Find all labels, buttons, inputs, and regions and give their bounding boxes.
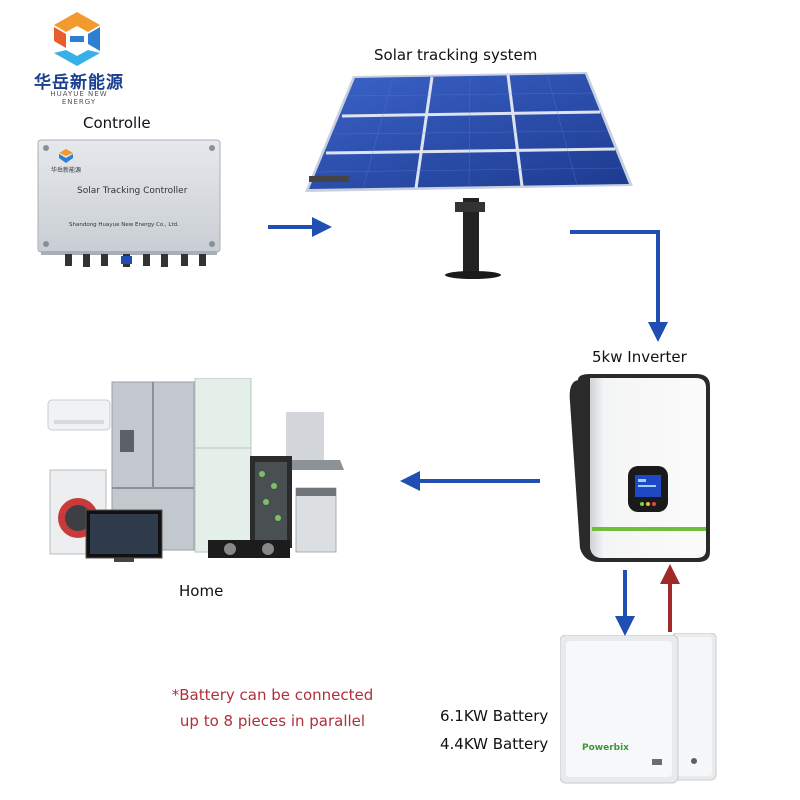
battery-front-graphic [559, 634, 679, 784]
battery-pack-rear [671, 632, 717, 781]
tracker-label: Solar tracking system [374, 46, 538, 64]
controller-logo-text: 华岳新能源 [51, 167, 82, 174]
solar-tracker-graphic [305, 72, 633, 279]
inverter-unit [568, 372, 714, 564]
battery-label-6-1kw: 6.1KW Battery [440, 707, 549, 725]
arrow-tracker-to-inverter [570, 230, 668, 342]
logo-mark-icon [52, 10, 102, 66]
battery-parallel-note: *Battery can be connected up to 8 pieces… [150, 682, 395, 734]
controller-box-graphic [37, 139, 221, 267]
inverter-graphic [569, 374, 710, 562]
note-line-2: up to 8 pieces in parallel [179, 712, 366, 730]
solar-tracking-system [295, 66, 645, 284]
battery-label-4-4kw: 4.4KW Battery [440, 735, 549, 753]
controller-company: Shandong Huayue New Energy Co., Ltd. [69, 222, 179, 228]
controller-label: Controlle [83, 114, 151, 132]
battery-brand: Powerbix [582, 743, 629, 753]
inverter-label: 5kw Inverter [592, 348, 687, 366]
controller-title: Solar Tracking Controller [77, 186, 188, 196]
note-line-1: *Battery can be connected [171, 686, 374, 704]
home-appliances [40, 377, 345, 570]
home-appliances-graphic [47, 377, 344, 562]
battery-pack-front: Powerbix [559, 634, 680, 785]
battery-rear-graphic [671, 632, 717, 781]
home-label: Home [179, 582, 224, 600]
logo-name-en: HUAYUE NEW ENERGY [50, 90, 108, 106]
company-logo: 华岳新能源 HUAYUE NEW ENERGY [30, 8, 125, 106]
solar-tracking-controller: 华岳新能源 Solar Tracking Controller Shandong… [35, 138, 225, 273]
logo-name-cn: 华岳新能源 [34, 73, 124, 93]
controller-logo-icon [59, 149, 73, 163]
